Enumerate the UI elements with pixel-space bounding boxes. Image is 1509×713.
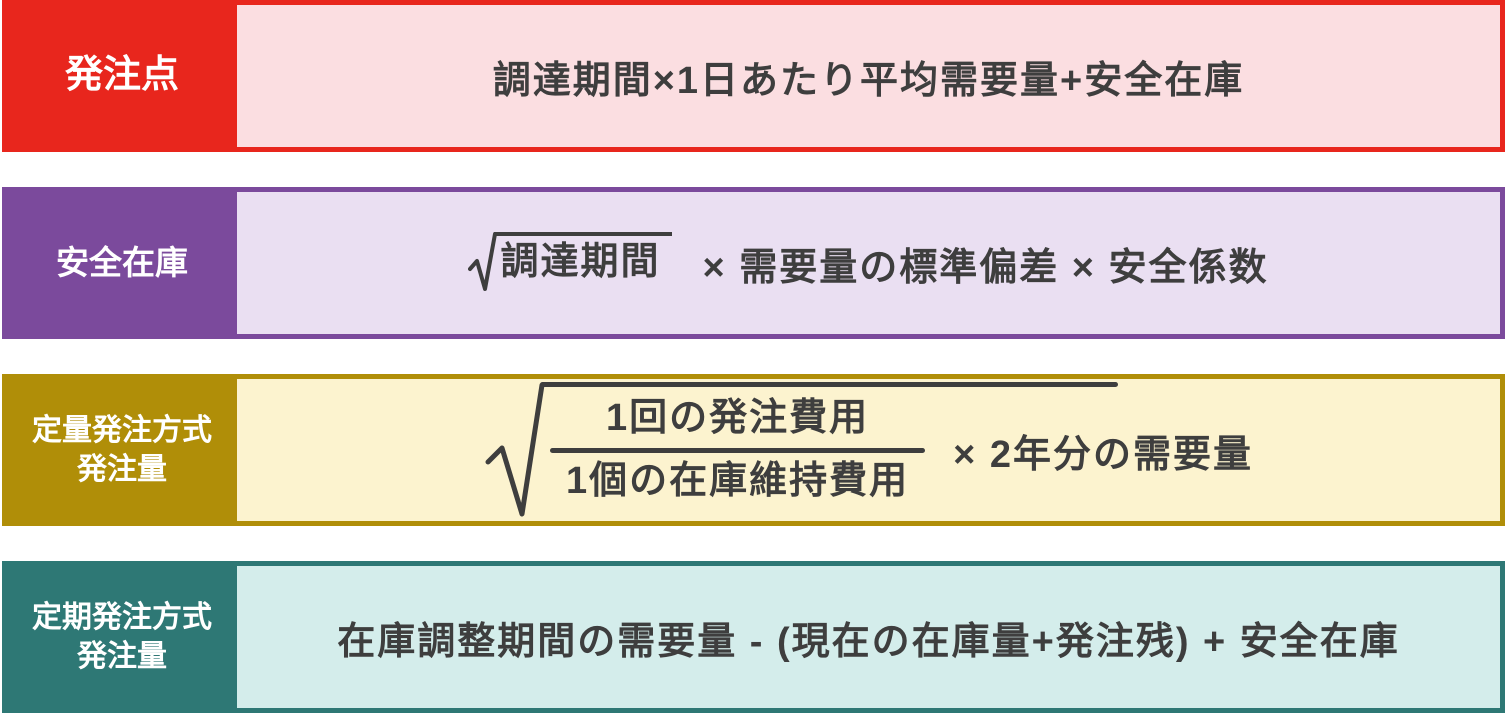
row-label-text-line2: 発注量: [77, 453, 167, 486]
formula-panel-order-point: 調達期間×1日あたり平均需要量+安全在庫: [237, 5, 1500, 147]
formula-panel-fixed-quantity: 1回の発注費用 1個の在庫維持費用 × 2年分の需要量: [237, 379, 1500, 521]
sqrt-radicand-text: 調達期間: [494, 231, 673, 287]
formula-row-fixed-quantity: 定量発注方式 発注量 1回の発注費用 1個の在庫維持費用 × 2年分の需要量: [2, 374, 1505, 526]
formula-text-order-point: 調達期間×1日あたり平均需要量+安全在庫: [492, 59, 1245, 102]
formula-row-order-point: 発注点 調達期間×1日あたり平均需要量+安全在庫: [2, 0, 1505, 152]
row-label-text: 安全在庫: [56, 243, 188, 281]
row-label-order-point: 発注点: [7, 5, 237, 147]
formula-multiplier-text: × 2年分の需要量: [953, 433, 1254, 476]
fraction: 1回の発注費用 1個の在庫維持費用: [549, 390, 926, 510]
radical-symbol: [485, 382, 545, 517]
row-label-safety-stock: 安全在庫: [7, 192, 237, 334]
formula-row-safety-stock: 安全在庫 調達期間 × 需要量の標準偏差 × 安全係数: [2, 187, 1505, 339]
formula-panel-safety-stock: 調達期間 × 需要量の標準偏差 × 安全係数: [237, 192, 1500, 334]
sqrt-radicand: 1回の発注費用 1個の在庫維持費用 × 2年分の需要量: [539, 380, 1254, 510]
row-label-text-line1: 定量発注方式: [32, 414, 212, 447]
formula-text-safety-stock: × 需要量の標準偏差 × 安全係数: [702, 246, 1269, 289]
sqrt-expression: 1回の発注費用 1個の在庫維持費用 × 2年分の需要量: [484, 380, 1253, 520]
row-label-text: 発注点: [64, 54, 179, 97]
fraction-bar: [549, 447, 926, 453]
formula-row-periodic-order: 定期発注方式 発注量 在庫調整期間の需要量 - (現在の在庫量+発注残) + 安…: [2, 561, 1505, 713]
sqrt-expression: 調達期間: [468, 231, 673, 295]
row-label-text-line1: 定期発注方式: [32, 601, 212, 634]
row-label-periodic-order: 定期発注方式 発注量: [7, 566, 237, 708]
radical-symbol: [468, 231, 498, 291]
fraction-denominator: 1個の在庫維持費用: [565, 459, 910, 502]
fraction-numerator: 1回の発注費用: [605, 397, 870, 439]
row-label-text-line2: 発注量: [77, 640, 167, 673]
formula-text-periodic-order: 在庫調整期間の需要量 - (現在の在庫量+発注残) + 安全在庫: [337, 620, 1400, 663]
row-label-fixed-quantity: 定量発注方式 発注量: [7, 379, 237, 521]
formula-panel-periodic-order: 在庫調整期間の需要量 - (現在の在庫量+発注残) + 安全在庫: [237, 566, 1500, 708]
